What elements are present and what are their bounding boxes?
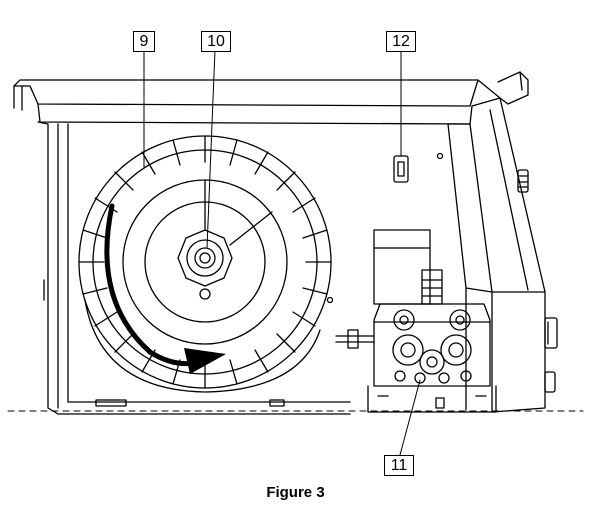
top-lid: [13, 71, 529, 125]
leader-11: [399, 379, 421, 456]
callout-12: 12: [386, 31, 416, 52]
switch: [393, 155, 409, 183]
leader-10: [206, 49, 216, 249]
rotation-arrow: [104, 203, 226, 374]
callout-11: 11: [384, 455, 414, 476]
housing: [37, 97, 558, 415]
wire-spool: [78, 135, 332, 393]
callout-10: 10: [201, 31, 231, 52]
drive-motor: [335, 229, 497, 413]
callout-9: 9: [133, 31, 155, 52]
figure-caption: Figure 3: [266, 484, 325, 501]
